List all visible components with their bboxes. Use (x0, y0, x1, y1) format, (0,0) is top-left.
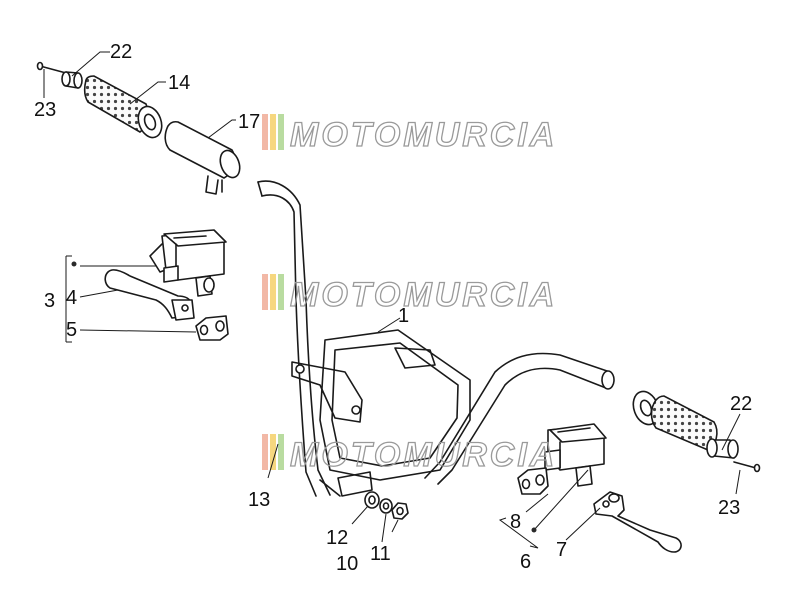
callout-6: 6 (520, 551, 531, 573)
handle-grip-top-left (83, 75, 163, 139)
watermark-3: MOTOMURCIA (262, 434, 557, 475)
callout-5: 5 (66, 319, 77, 341)
callout-1: 1 (398, 305, 409, 327)
callout-3: 3 (44, 290, 55, 312)
washer-10 (379, 498, 393, 514)
nut-11 (391, 502, 409, 520)
end-bolt-top-left (36, 61, 67, 74)
handle-grip-right (632, 390, 718, 451)
callout-13: 13 (248, 489, 270, 511)
master-cylinder-left (149, 229, 227, 297)
callout-10: 10 (336, 553, 358, 575)
brake-lever-right (593, 491, 682, 553)
callout-14: 14 (168, 72, 190, 94)
bar-end-weight-top-left (61, 71, 83, 89)
svg-text:MOTOMURCIA: MOTOMURCIA (290, 276, 557, 314)
callout-4: 4 (66, 287, 77, 309)
svg-text:MOTOMURCIA: MOTOMURCIA (290, 116, 557, 154)
callout-23-right: 23 (718, 497, 740, 519)
callout-22-top: 22 (110, 41, 132, 63)
clamp-right (517, 467, 549, 495)
reference-dot-right (531, 527, 537, 533)
washer-12 (364, 491, 380, 509)
watermark-2: MOTOMURCIA (262, 274, 557, 315)
callout-22-right: 22 (730, 393, 752, 415)
callout-labels: 22 23 14 17 3 4 5 1 13 12 10 11 8 6 7 22… (34, 41, 752, 575)
end-bolt-right (733, 461, 761, 473)
throttle-tube (164, 120, 241, 195)
leader-lines (43, 51, 741, 549)
master-cylinder-right (544, 423, 607, 487)
callout-7: 7 (556, 539, 567, 561)
callout-12: 12 (326, 527, 348, 549)
reference-dot-left (71, 261, 77, 267)
handlebar-frame (257, 180, 615, 497)
callout-17: 17 (238, 111, 260, 133)
svg-text:MOTOMURCIA: MOTOMURCIA (290, 436, 557, 474)
callout-23-top: 23 (34, 99, 56, 121)
callout-8: 8 (510, 511, 521, 533)
clamp-left (195, 315, 229, 341)
brake-lever-left (104, 269, 195, 321)
callout-11: 11 (370, 543, 391, 565)
watermark-1: MOTOMURCIA (262, 114, 557, 155)
